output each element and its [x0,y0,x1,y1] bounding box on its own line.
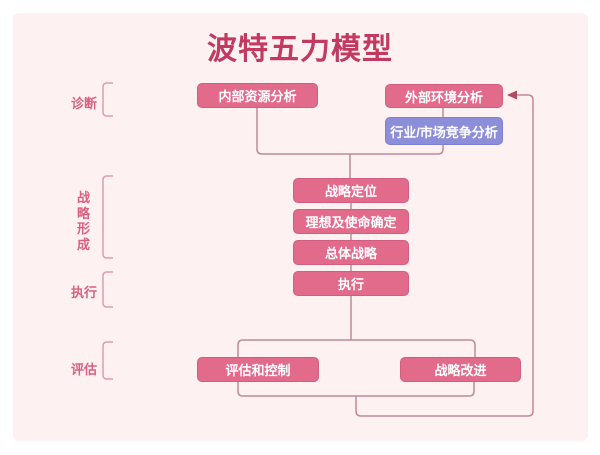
bracket-evaluation [102,341,113,380]
flow-connectors [237,94,534,417]
node-strategy-improvement: 战略改进 [400,357,521,382]
bracket-execution [102,271,113,308]
stage-label-diagnosis: 诊断 [71,96,98,111]
stage-label-strategy-formation: 战略形成 [76,190,90,252]
stage-label-evaluation: 评估 [71,362,98,377]
bracket-diagnosis [102,82,113,117]
stage-label-execution: 执行 [71,285,98,300]
node-vision-mission: 理想及使命确定 [293,209,409,234]
node-external-analysis: 外部环境分析 [385,84,503,108]
edge-feedback-loop [355,94,534,417]
stage-brackets [102,82,113,380]
node-execute: 执行 [293,271,409,296]
edge-evaluation-bus [237,382,475,397]
node-industry-analysis: 行业/市场竞争分析 [385,117,503,145]
node-overall-strategy: 总体战略 [293,240,409,265]
bracket-strategy-formation [102,175,113,259]
edge-execute-split [237,339,476,357]
node-strategic-positioning: 战略定位 [293,178,409,203]
node-evaluation-control: 评估和控制 [197,357,319,382]
diagram-title: 波特五力模型 [207,33,393,66]
feedback-arrowhead-icon [507,90,517,100]
node-internal-analysis: 内部资源分析 [197,83,318,108]
